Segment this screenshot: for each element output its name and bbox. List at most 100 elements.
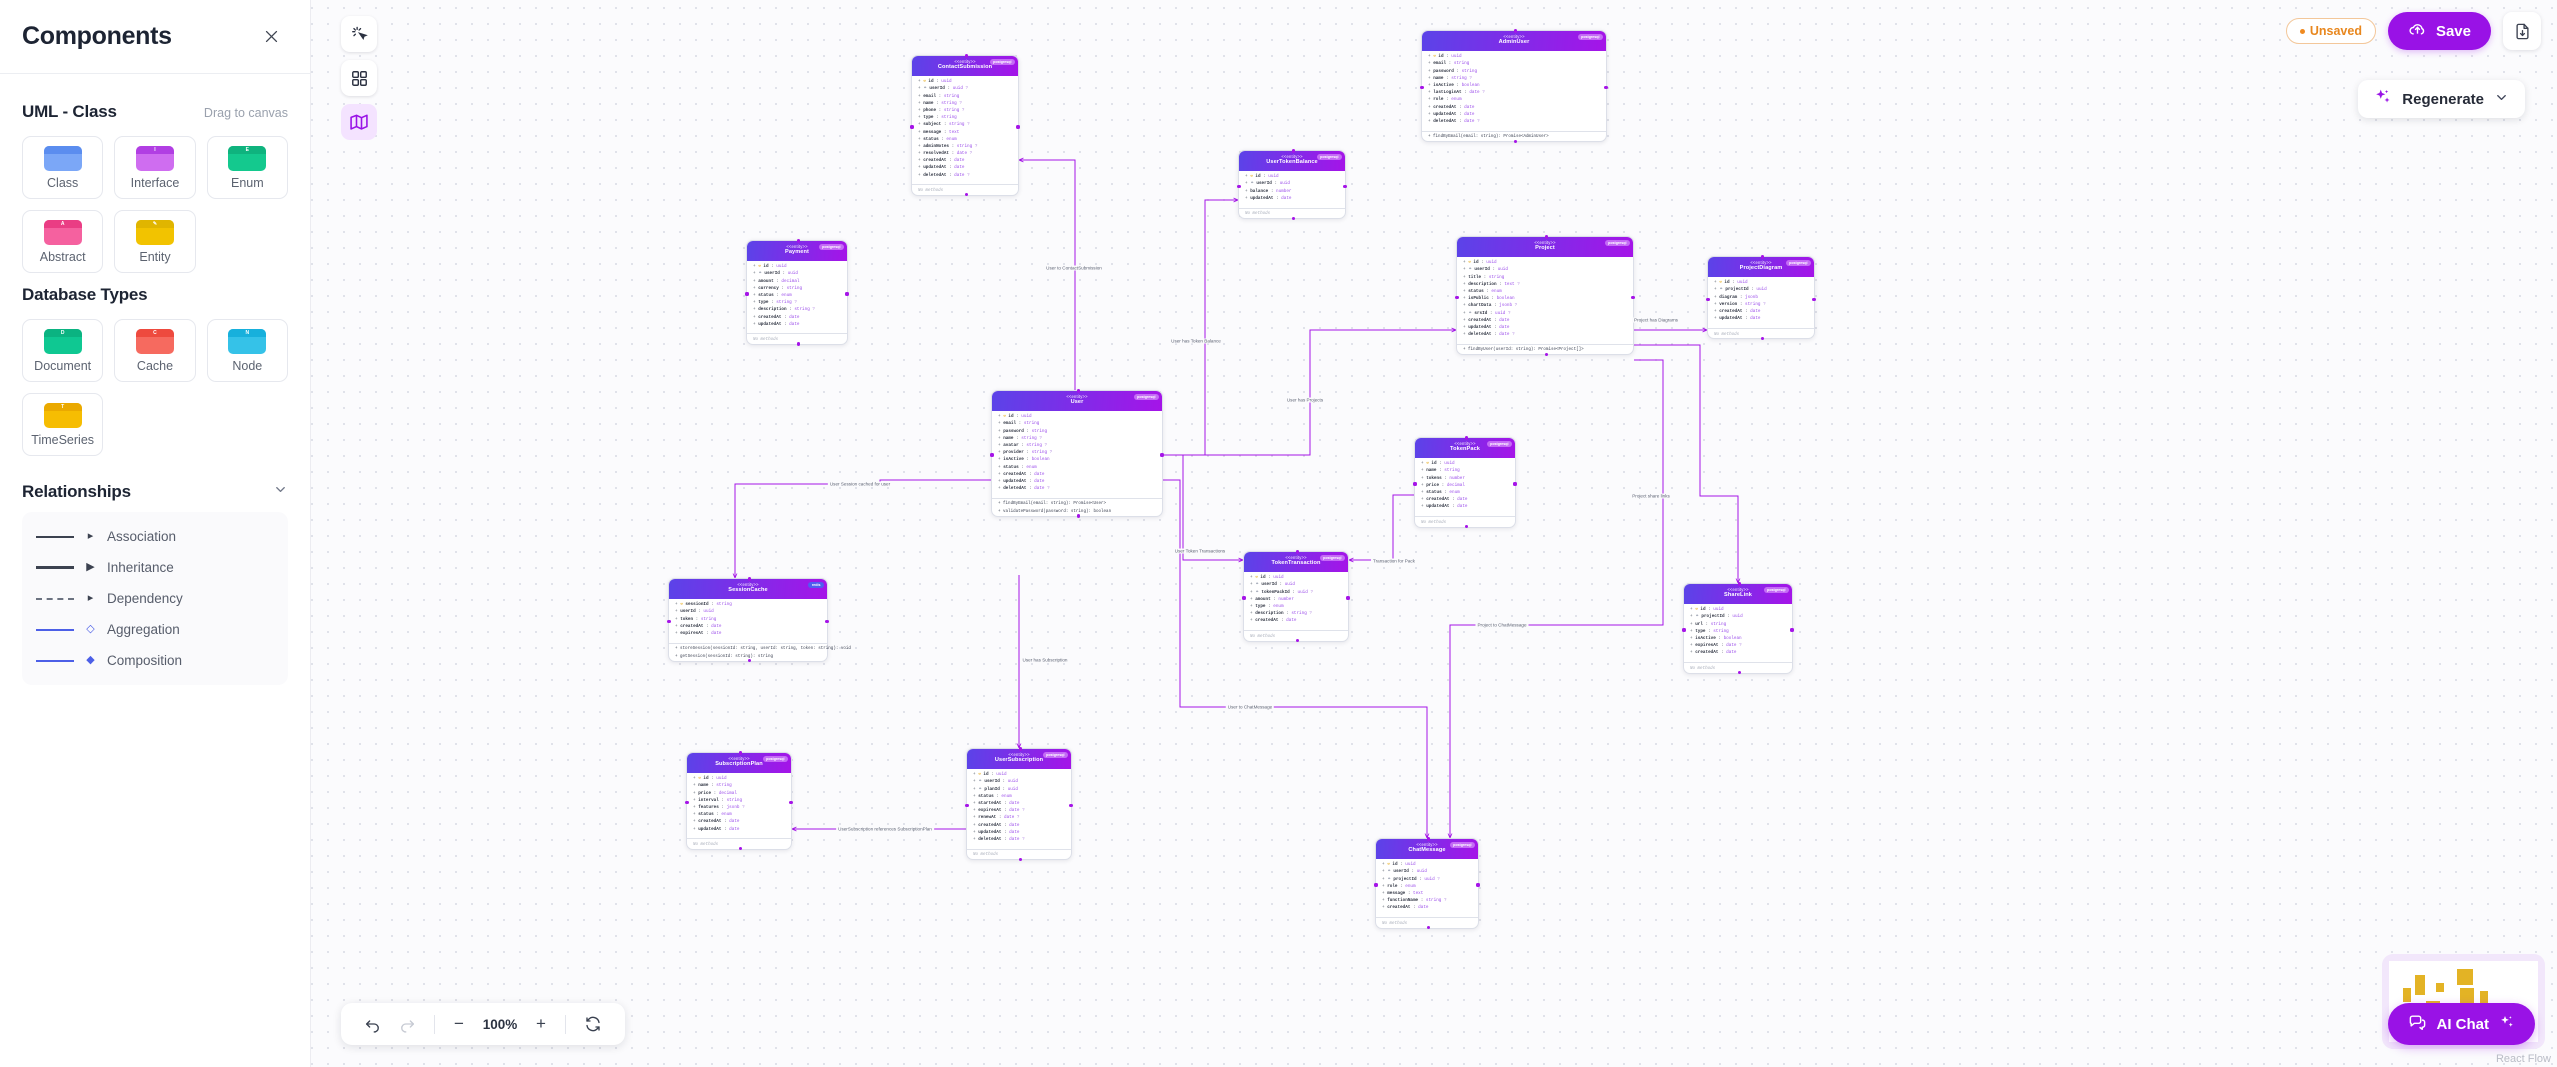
component-card-class[interactable]: Class [22, 136, 104, 199]
uml-node-projectdiagram[interactable]: postgresql<<entity>>ProjectDiagram+ ⚒ id… [1706, 255, 1816, 341]
node-port-bottom[interactable] [1427, 926, 1431, 930]
node-port-top[interactable] [1019, 747, 1023, 751]
node-port-left[interactable] [990, 453, 994, 457]
node-port-right[interactable] [845, 292, 849, 296]
uml-node-user[interactable]: postgresql<<entity>>User+ ⚒ id : uuid+ e… [990, 389, 1164, 518]
relationship-item-dependency[interactable]: ▸Dependency [36, 583, 274, 614]
node-port-right[interactable] [1604, 86, 1608, 90]
node-port-left[interactable] [1242, 596, 1246, 600]
node-port-left[interactable] [965, 804, 969, 808]
relationship-item-aggregation[interactable]: ◇Aggregation [36, 614, 274, 645]
node-port-right[interactable] [1631, 295, 1635, 299]
node-port-bottom[interactable] [1761, 336, 1765, 341]
node-port-bottom[interactable] [739, 847, 743, 851]
node-port-top[interactable] [965, 54, 969, 58]
node-port-bottom[interactable] [748, 659, 752, 663]
uml-node-subscriptionplan[interactable]: postgresql<<entity>>SubscriptionPlan+ ⚒ … [685, 751, 793, 851]
uml-node-usertokenbalance[interactable]: postgresql<<entity>>UserTokenBalance+ ⚒ … [1237, 149, 1347, 220]
redo-icon[interactable] [391, 1008, 423, 1040]
uml-node-chatmessage[interactable]: postgresql<<entity>>ChatMessage+ ⚒ id : … [1374, 837, 1480, 930]
zoom-out-button[interactable]: − [454, 1014, 464, 1033]
node-port-bottom[interactable] [1738, 671, 1742, 675]
node-port-right[interactable] [1160, 453, 1164, 457]
ai-chat-button[interactable]: AI Chat [2387, 1003, 2535, 1045]
node-port-left[interactable] [1682, 628, 1686, 632]
node-port-top[interactable] [1738, 582, 1742, 586]
node-port-bottom[interactable] [1465, 525, 1469, 529]
node-port-left[interactable] [667, 619, 671, 624]
node-port-top[interactable] [1465, 436, 1469, 440]
save-button[interactable]: Save [2387, 12, 2491, 50]
react-flow-attribution[interactable]: React Flow [2495, 1053, 2551, 1065]
node-port-top[interactable] [1296, 550, 1300, 554]
node-port-bottom[interactable] [797, 342, 801, 346]
relationship-item-association[interactable]: ▸Association [36, 521, 274, 552]
node-port-right[interactable] [1016, 125, 1020, 129]
node-port-left[interactable] [1413, 482, 1417, 486]
node-port-right[interactable] [1069, 804, 1073, 808]
node-port-right[interactable] [1513, 482, 1517, 486]
relationship-item-inheritance[interactable]: ▶Inheritance [36, 552, 274, 583]
node-port-top[interactable] [797, 239, 801, 243]
relationships-header[interactable]: Relationships [22, 482, 288, 502]
file-download-icon[interactable] [2503, 12, 2541, 50]
component-card-entity[interactable]: ✎Entity [114, 210, 196, 273]
node-port-bottom[interactable] [1545, 352, 1549, 356]
node-port-left[interactable] [1374, 883, 1378, 887]
chevron-down-icon[interactable] [2494, 90, 2509, 109]
node-port-bottom[interactable] [1292, 216, 1296, 220]
refresh-fit-icon[interactable] [577, 1008, 609, 1040]
node-port-right[interactable] [1790, 628, 1794, 632]
node-port-top[interactable] [748, 577, 752, 581]
node-port-right[interactable] [1812, 297, 1816, 301]
close-icon[interactable] [258, 24, 284, 50]
node-port-left[interactable] [1237, 184, 1241, 188]
zoom-in-button[interactable]: + [536, 1014, 546, 1033]
uml-node-payment[interactable]: postgresql<<entity>>Payment+ ⚒ id : uuid… [745, 239, 849, 346]
node-port-right[interactable] [1343, 184, 1347, 188]
node-port-right[interactable] [1476, 883, 1480, 887]
node-port-left[interactable] [685, 800, 689, 805]
uml-node-project[interactable]: postgresql<<entity>>Project+ ⚒ id : uuid… [1455, 235, 1635, 356]
node-port-bottom[interactable] [1514, 139, 1518, 143]
node-port-bottom[interactable] [1296, 639, 1300, 643]
cursor-select-icon[interactable] [341, 16, 377, 52]
uml-node-adminuser[interactable]: postgresql<<entity>>AdminUser+ ⚒ id : uu… [1420, 29, 1608, 143]
uml-node-tokenpack[interactable]: postgresql<<entity>>TokenPack+ ⚒ id : uu… [1413, 436, 1517, 529]
node-port-top[interactable] [1545, 235, 1549, 239]
node-port-top[interactable] [1292, 149, 1296, 153]
uml-node-sessioncache[interactable]: redis<<entity>>SessionCache+ ⚒ sessionId… [667, 577, 851, 663]
node-port-top[interactable] [739, 751, 743, 755]
uml-node-sharelink[interactable]: postgresql<<entity>>ShareLink+ ⚒ id : uu… [1682, 582, 1794, 675]
node-port-left[interactable] [910, 125, 914, 129]
uml-node-tokentransaction[interactable]: postgresql<<entity>>TokenTransaction+ ⚒ … [1242, 550, 1350, 643]
node-port-right[interactable] [825, 619, 829, 624]
node-port-top[interactable] [1761, 255, 1765, 259]
node-port-top[interactable] [1077, 389, 1081, 393]
uml-node-contactsubmission[interactable]: postgresql<<entity>>ContactSubmission+ ⚒… [910, 54, 1020, 197]
node-port-right[interactable] [1346, 596, 1350, 600]
node-port-bottom[interactable] [1077, 514, 1081, 518]
undo-icon[interactable] [357, 1008, 389, 1040]
node-port-left[interactable] [745, 292, 749, 296]
node-port-bottom[interactable] [1019, 857, 1023, 861]
grid-components-icon[interactable] [341, 60, 377, 96]
relationship-item-composition[interactable]: ◆Composition [36, 645, 274, 676]
node-port-left[interactable] [1455, 295, 1459, 299]
regenerate-button[interactable]: Regenerate [2358, 80, 2525, 118]
node-port-left[interactable] [1420, 86, 1424, 90]
node-port-left[interactable] [1706, 297, 1710, 301]
node-port-top[interactable] [1427, 837, 1431, 841]
node-port-bottom[interactable] [965, 193, 969, 197]
uml-node-usersubscription[interactable]: postgresql<<entity>>UserSubscription+ ⚒ … [965, 747, 1073, 861]
map-minimap-icon[interactable] [341, 104, 377, 140]
node-port-right[interactable] [789, 800, 793, 805]
